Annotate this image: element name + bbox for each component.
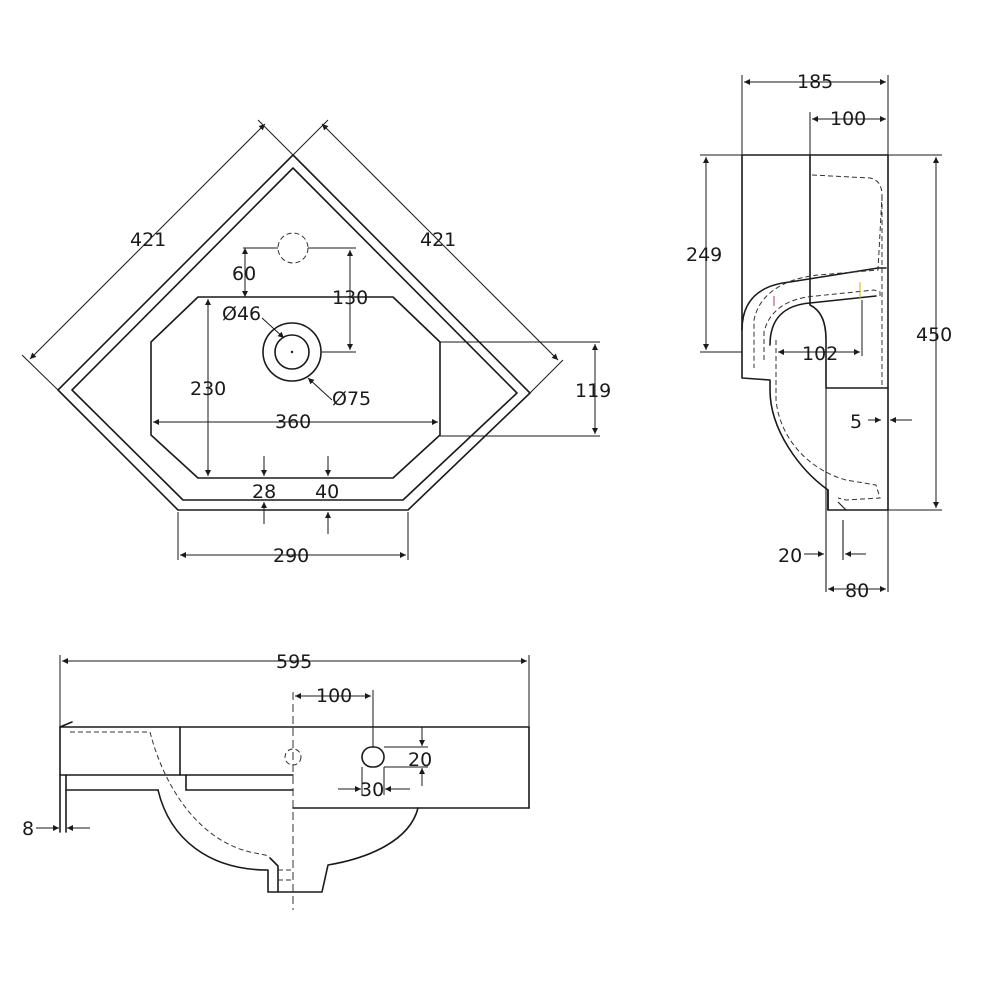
side-bowl-dashed [753, 174, 883, 368]
label-side-right: 421 [420, 229, 456, 251]
label-front-offset-b: 40 [315, 481, 339, 503]
label-bowl-depth: 230 [190, 378, 226, 400]
dim-side-right [321, 123, 559, 361]
label-wall-gap: 5 [850, 411, 862, 433]
label-total-width: 595 [276, 651, 312, 673]
label-total-depth: 185 [797, 71, 833, 93]
label-slot-height: 20 [408, 749, 432, 771]
waste-center-dot [290, 350, 294, 354]
side-overflow-outer [741, 267, 887, 331]
side-base-step [837, 501, 847, 511]
tap-hole [277, 232, 309, 264]
leader-waste-inner [261, 317, 285, 339]
label-waste-offset: 102 [802, 343, 838, 365]
side-overflow-inner [769, 295, 877, 346]
label-tap-offset: 60 [232, 263, 256, 285]
label-total-height: 450 [916, 324, 952, 346]
label-front-offset-a: 28 [252, 481, 276, 503]
front-view: 595 100 20 30 8 [22, 651, 530, 910]
waste-inner-circle [274, 334, 310, 370]
side-rim-profile [809, 154, 889, 389]
label-overflow-height: 249 [686, 244, 722, 266]
ext-line [21, 354, 59, 391]
label-rim-thickness: 8 [22, 818, 34, 840]
leader-waste-outer [307, 377, 333, 401]
plan-view: 421 421 60 130 Ø46 Ø75 230 360 119 [21, 119, 611, 567]
label-front-tap-offset: 100 [316, 685, 352, 707]
side-front-profile [741, 154, 829, 511]
basin-outline-inner [71, 167, 518, 501]
side-base [827, 489, 889, 511]
side-basin-bottom-dashed [775, 340, 881, 501]
label-base-depth: 80 [845, 580, 869, 602]
label-side-left: 421 [130, 229, 166, 251]
label-waste-inner: Ø46 [222, 303, 261, 325]
label-top-depth: 100 [830, 108, 866, 130]
front-waste-dashed [278, 869, 293, 881]
label-bowl-width: 360 [275, 411, 311, 433]
label-front-width: 290 [273, 545, 309, 567]
front-inner-corner [59, 721, 73, 728]
front-waste-stub [269, 857, 279, 893]
front-bowl-outer [157, 789, 419, 893]
side-view: 185 100 249 450 102 5 20 80 [686, 71, 952, 602]
label-front-depth: 119 [575, 380, 611, 402]
ext-line [529, 359, 564, 394]
front-tap-hole [284, 748, 302, 766]
label-waste-outer: Ø75 [332, 388, 371, 410]
front-overflow-slot [361, 746, 385, 768]
label-slot-width: 30 [360, 779, 384, 801]
front-bowl-inner-dashed [149, 731, 271, 857]
side-bowl-dashed-lower [763, 289, 881, 360]
label-tap-to-waste: 130 [332, 287, 368, 309]
dim-side-left [29, 123, 266, 360]
label-base-offset: 20 [778, 545, 802, 567]
